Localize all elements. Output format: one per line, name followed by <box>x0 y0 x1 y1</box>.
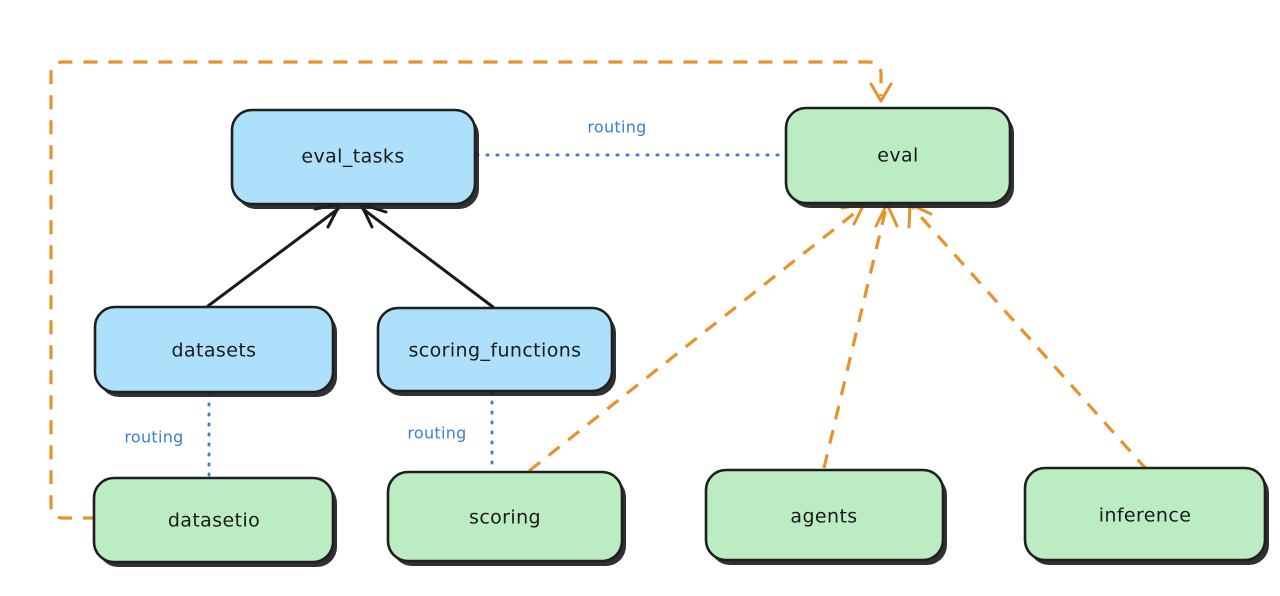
edge-datasetio-eval[interactable] <box>49 60 893 520</box>
node-datasetio-label: datasetio <box>168 510 260 532</box>
node-layer: eval_tasks eval datasets scoring_functio… <box>92 106 1269 567</box>
node-scoring-label: scoring <box>469 507 541 529</box>
edge-label-routing-evaltasks-eval: routing <box>587 118 646 137</box>
edge-inference-eval[interactable] <box>907 202 1149 472</box>
node-eval-tasks-shape <box>230 108 477 206</box>
node-eval-tasks[interactable]: eval_tasks <box>230 108 479 209</box>
edge-scoring-eval-path <box>528 206 862 473</box>
edge-datasetio-eval-arrowhead <box>869 82 893 103</box>
node-scoring[interactable]: scoring <box>386 470 626 566</box>
node-eval-label: eval <box>877 145 918 167</box>
node-eval-tasks-label: eval_tasks <box>301 146 404 168</box>
node-agents-shape <box>704 468 945 562</box>
node-scoring-shape <box>386 470 624 563</box>
node-datasetio-shape <box>92 476 335 564</box>
node-inference-shape <box>1023 466 1267 562</box>
node-datasetio[interactable]: datasetio <box>92 476 337 567</box>
edge-agents-eval[interactable] <box>822 202 899 469</box>
edge-scoringfunctions-evaltasks-path <box>361 207 495 309</box>
node-datasets[interactable]: datasets <box>93 305 337 397</box>
node-datasets-shape <box>93 305 335 394</box>
edge-label-layer: routing routing routing <box>124 118 646 447</box>
edge-datasets-evaltasks-path <box>206 207 340 308</box>
node-eval[interactable]: eval <box>784 106 1014 208</box>
node-inference[interactable]: inference <box>1023 466 1269 565</box>
node-scoring-functions-label: scoring_functions <box>409 340 582 362</box>
edge-agents-eval-path <box>822 207 888 469</box>
edge-inference-eval-path <box>911 206 1149 472</box>
edge-label-routing-scoringfunctions-scoring: routing <box>407 424 466 443</box>
edge-datasets-evaltasks[interactable] <box>206 202 342 308</box>
node-datasets-label: datasets <box>172 340 257 362</box>
edge-label-routing-datasets-datasetio: routing <box>124 428 183 447</box>
node-scoring-functions-shape <box>376 306 614 393</box>
node-scoring-functions[interactable]: scoring_functions <box>376 306 616 396</box>
node-eval-shape <box>784 106 1012 205</box>
node-inference-label: inference <box>1099 505 1192 527</box>
edge-scoringfunctions-evaltasks[interactable] <box>359 202 495 309</box>
node-agents-label: agents <box>790 506 857 528</box>
node-agents[interactable]: agents <box>704 468 947 565</box>
